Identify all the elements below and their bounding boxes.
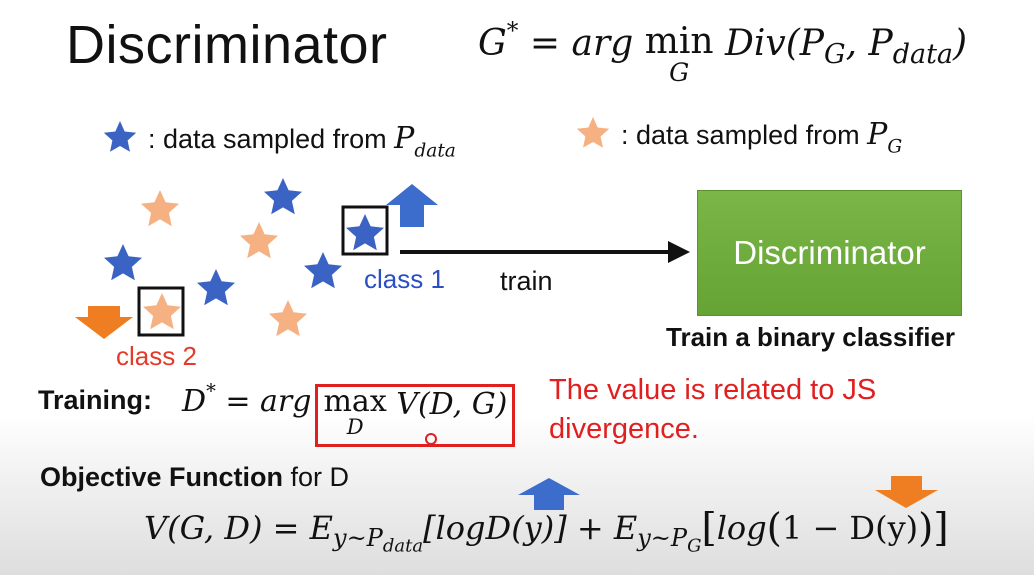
binary-classifier-label: Train a binary classifier [666,322,956,352]
class2-label: class 2 [116,341,197,371]
orange-star-icon [576,117,610,148]
real-sample-star [264,178,302,215]
class1-label: class 1 [364,264,445,294]
train-label: train [500,266,553,296]
train-arrow-head-icon [668,241,690,263]
class2-selection-box [137,286,185,337]
legend-real-text: : data sampled from [148,124,387,154]
generated-sample-star [141,190,179,227]
up-arrow-icon [386,184,438,227]
class1-selection-box [341,205,389,256]
generated-sample-star [143,293,181,330]
real-sample-star [197,269,235,306]
generated-sample-star [240,222,278,259]
blue-star-icon [103,121,137,152]
legend-real-data: : data sampled from Pdata [102,120,456,162]
legend-generated-symbol: PG [867,117,903,158]
js-divergence-note: The value is related to JS divergence. [549,374,877,445]
generated-sample-star [269,300,307,337]
real-sample-star [104,244,142,281]
value-function-formula: V(G, D) = Ey~Pdata[logD(y)] + Ey~PG[log(… [144,506,949,557]
up-arrow-icon [518,478,580,510]
training-label: Training: [38,385,152,415]
real-sample-star [346,214,384,251]
real-sample-star [304,252,342,289]
legend-real-symbol: Pdata [394,121,456,162]
objective-function-heading: Objective Function for D [40,462,350,492]
page-title: Discriminator [66,15,388,75]
discriminator-label: Discriminator [733,234,926,271]
down-arrow-icon [875,476,938,508]
legend-generated-text: : data sampled from [621,120,860,150]
discriminator-box: Discriminator [697,190,962,316]
down-arrow-icon [75,306,133,339]
legend-generated-data: : data sampled from PG [575,116,903,158]
